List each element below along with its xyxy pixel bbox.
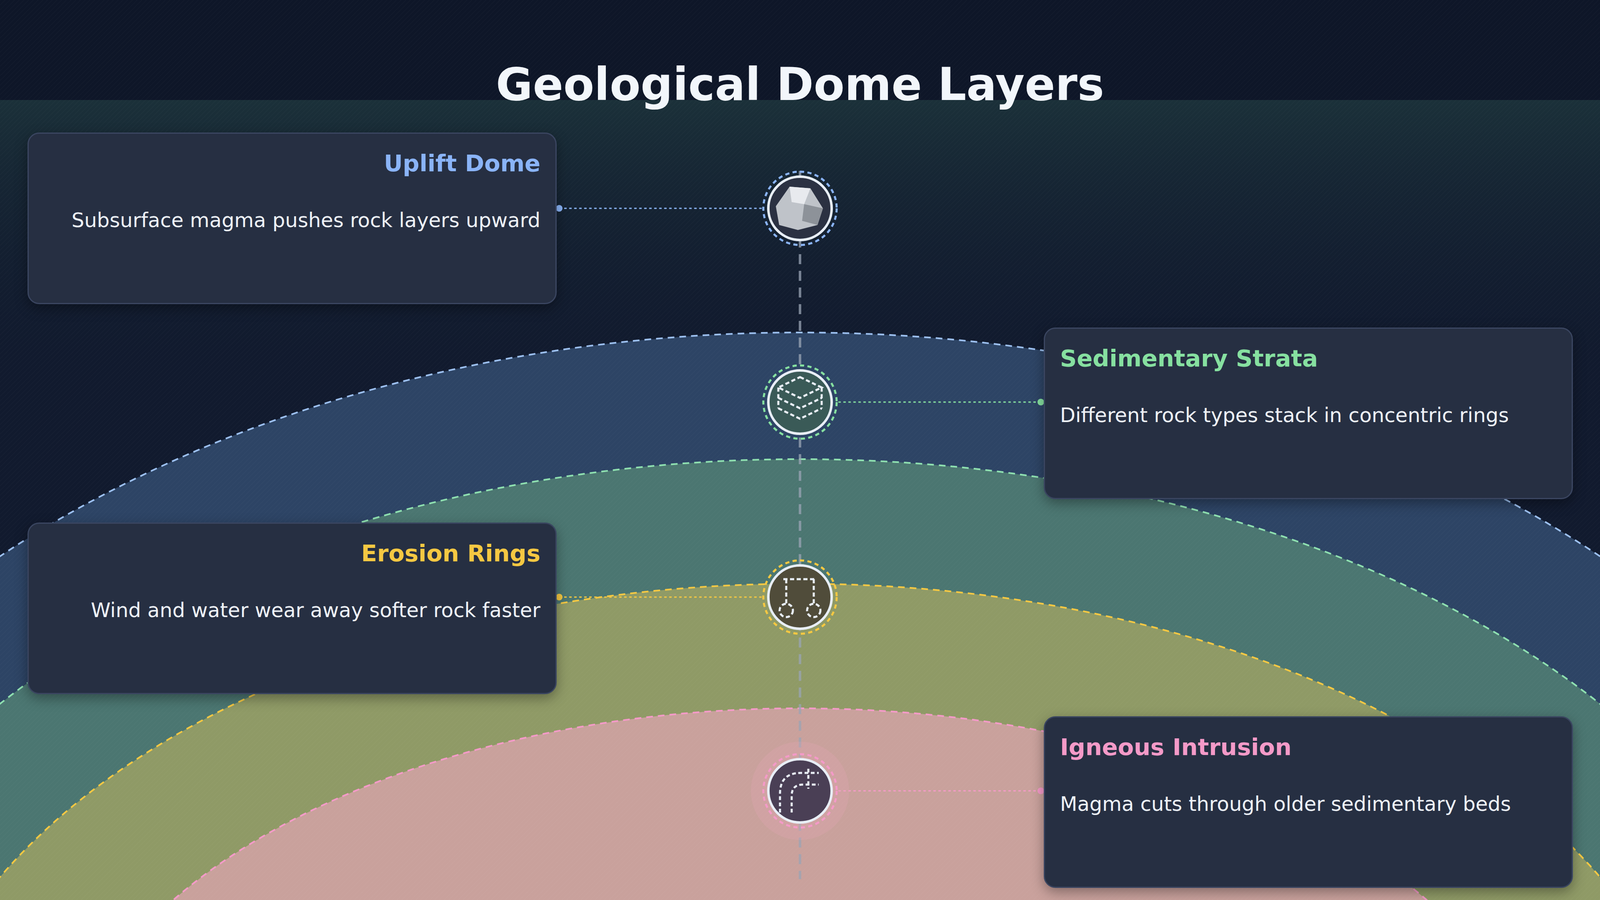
diagram-title: Geological Dome Layers: [0, 58, 1600, 111]
card-heading: Igneous Intrusion: [1060, 732, 1557, 762]
intrusion-icon: [750, 741, 850, 840]
card-body: Subsurface magma pushes rock layers upwa…: [43, 207, 541, 233]
rock-icon: [763, 171, 837, 245]
card-heading: Sedimentary Strata: [1060, 343, 1557, 373]
erosion-icon: [763, 560, 837, 634]
card-body: Different rock types stack in concentric…: [1060, 402, 1557, 428]
card-heading: Uplift Dome: [43, 148, 541, 178]
strata-icon: [763, 365, 837, 439]
info-card: Erosion RingsWind and water wear away so…: [27, 522, 557, 695]
info-card: Igneous IntrusionMagma cuts through olde…: [1043, 716, 1573, 888]
card-heading: Erosion Rings: [43, 538, 541, 568]
info-card: Sedimentary StrataDifferent rock types s…: [1043, 327, 1573, 500]
card-body: Wind and water wear away softer rock fas…: [43, 597, 541, 623]
card-body: Magma cuts through older sedimentary bed…: [1060, 790, 1557, 817]
leader-dots: [555, 205, 1045, 795]
info-card: Uplift DomeSubsurface magma pushes rock …: [27, 132, 557, 305]
leader-lines: [559, 208, 1041, 791]
